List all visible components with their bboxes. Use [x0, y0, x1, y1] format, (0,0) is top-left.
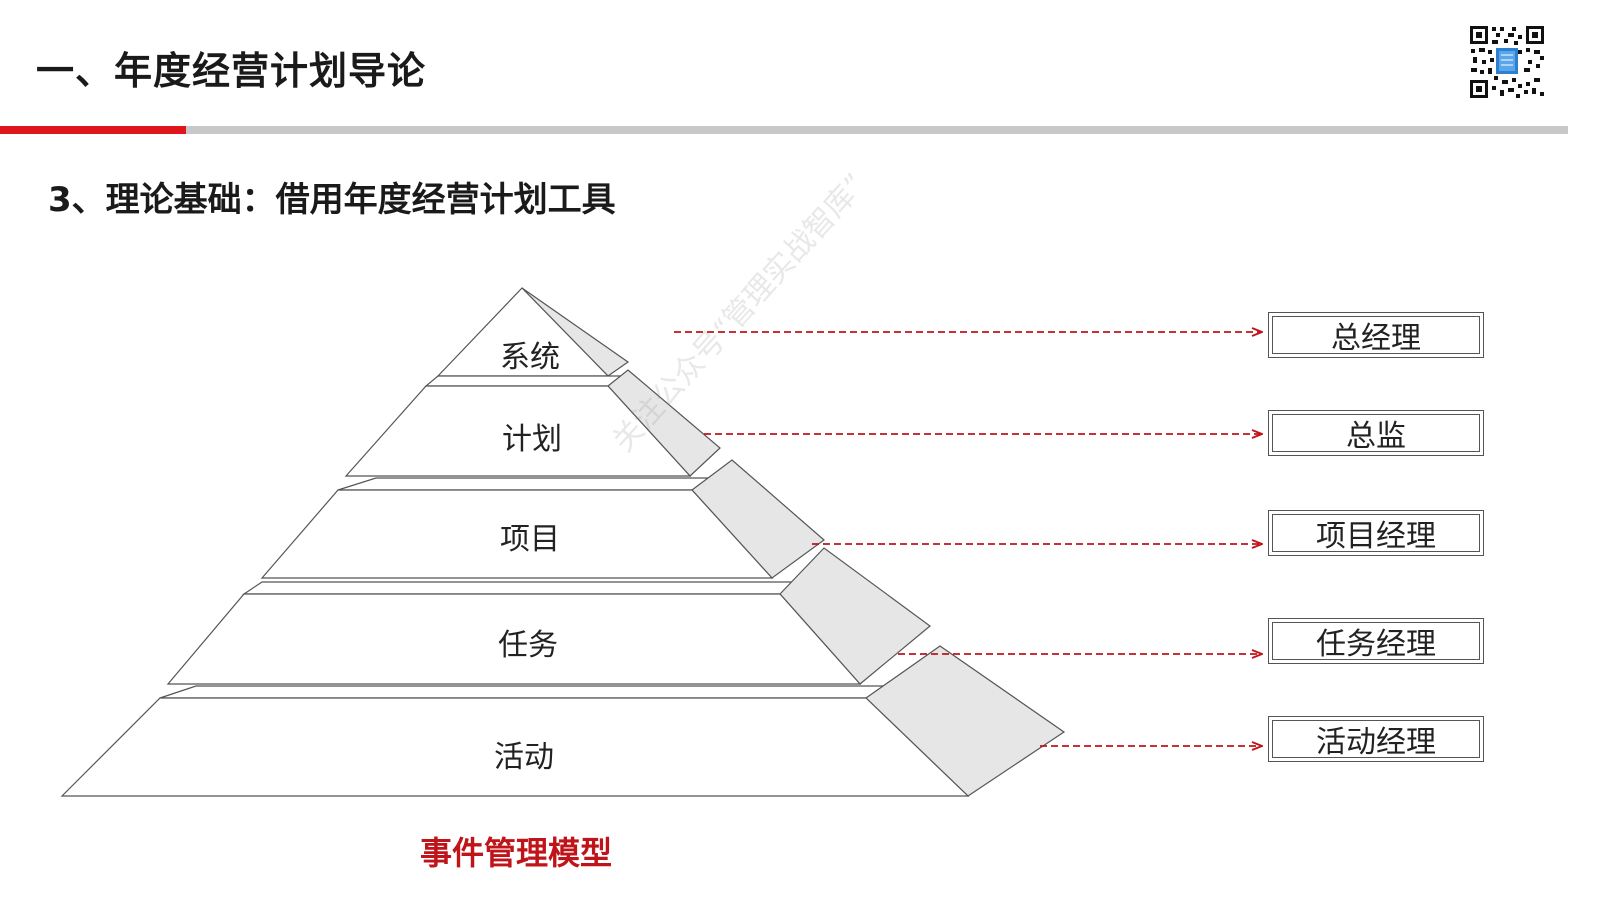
role-label: 总监	[1346, 419, 1406, 454]
role-box-director: 总监	[1268, 410, 1484, 456]
slide: 一、年度经营计划导论	[0, 24, 1568, 872]
pyramid-level-4	[166, 547, 931, 685]
pyramid-level-2	[344, 369, 721, 477]
section-title: 3、理论基础：借用年度经营计划工具	[48, 180, 616, 220]
role-label: 总经理	[1331, 321, 1421, 356]
page-title: 一、年度经营计划导论	[36, 49, 427, 93]
role-box-task-manager: 任务经理	[1268, 618, 1484, 664]
level-label-project: 项目	[500, 522, 560, 557]
header-divider-accent	[0, 126, 186, 134]
role-label: 项目经理	[1316, 519, 1436, 554]
role-box-general-manager: 总经理	[1268, 312, 1484, 358]
role-label: 活动经理	[1316, 725, 1436, 760]
event-management-diagram	[60, 287, 1568, 797]
header-divider	[0, 126, 1568, 134]
role-label: 任务经理	[1316, 627, 1436, 662]
pyramid-level-5	[60, 645, 1066, 797]
level-label-activity: 活动	[494, 740, 554, 775]
level-label-system: 系统	[500, 340, 560, 375]
role-box-project-manager: 项目经理	[1268, 510, 1484, 556]
role-box-activity-manager: 活动经理	[1268, 716, 1484, 762]
pyramid-level-3	[260, 459, 825, 579]
level-label-plan: 计划	[502, 422, 562, 457]
qr-code-icon	[1468, 24, 1546, 100]
diagram-caption: 事件管理模型	[419, 834, 613, 872]
level-label-task: 任务	[498, 628, 558, 663]
